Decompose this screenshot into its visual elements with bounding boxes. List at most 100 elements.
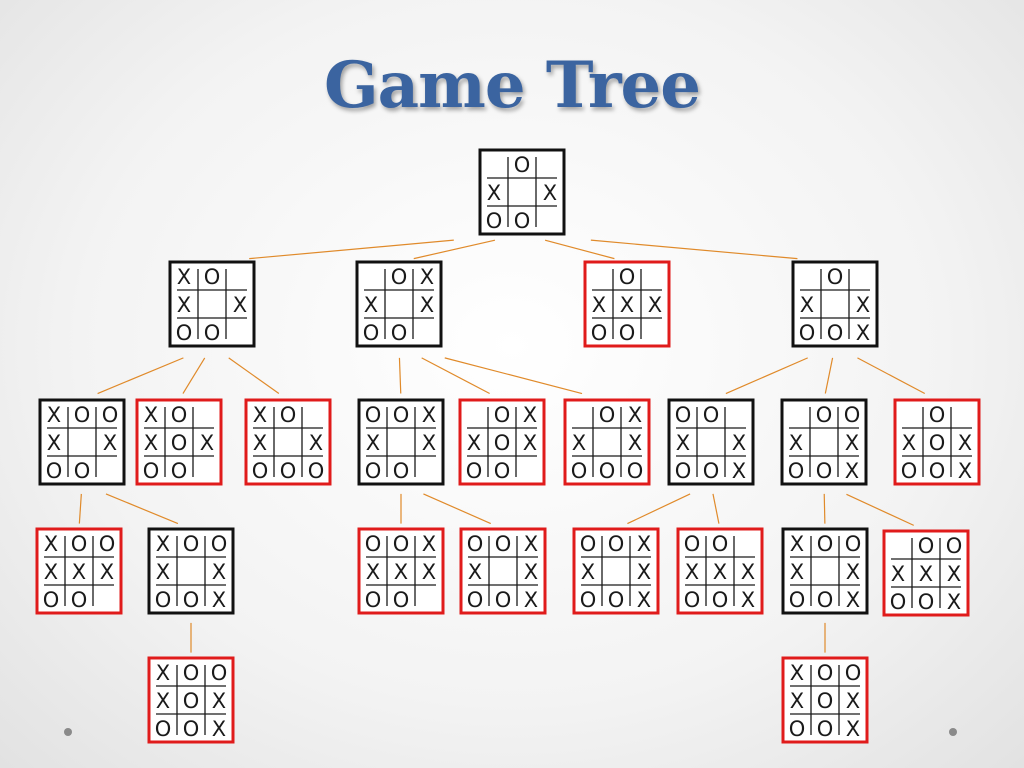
cell-mark: O [817,588,834,612]
cell-mark: X [44,560,58,584]
cell-mark: O [599,459,616,483]
cell-mark: O [890,590,907,614]
cell-mark: O [845,532,862,556]
cell-mark: X [685,560,699,584]
cell-mark: O [183,532,200,556]
board-frame [667,398,755,486]
terminal-board-frame [781,656,869,744]
cell-mark: X [253,403,267,427]
cell-mark: X [47,431,61,455]
cell-mark: X [200,431,214,455]
edge-n1-n1c [228,357,280,395]
cell-mark: X [177,293,191,317]
cell-mark: X [947,590,961,614]
cell-mark: X [800,293,814,317]
edge-n4b-n4b1 [823,493,826,524]
cell-mark: X [100,560,114,584]
cell-mark: O [817,532,834,556]
cell-mark: X [958,459,972,483]
cell-mark: O [946,534,963,558]
edge-root-n3 [544,239,615,260]
cell-mark: X [103,431,117,455]
cell-mark: X [156,560,170,584]
cell-mark: O [514,209,531,233]
edge-n1a-n1a1 [78,493,82,524]
cell-mark: X [523,403,537,427]
cell-mark: X [422,431,436,455]
edge-n2a-n2a2 [423,493,492,525]
cell-mark: X [253,431,267,455]
cell-mark: O [467,532,484,556]
board-frame [168,260,256,348]
cell-mark: X [789,431,803,455]
cell-mark: X [47,403,61,427]
cell-mark: O [211,661,228,685]
cell-mark: X [156,532,170,556]
cell-mark: X [958,431,972,455]
cell-mark: O [391,265,408,289]
board-frame [478,148,566,236]
cell-mark: O [43,588,60,612]
edge-n2-n2c [444,357,583,395]
cell-mark: O [494,431,511,455]
cell-mark: O [608,588,625,612]
cell-mark: X [487,181,501,205]
cell-mark: X [212,717,226,741]
cell-mark: O [627,459,644,483]
cell-mark: O [102,403,119,427]
edges-layer [78,239,926,653]
edge-n4-n4b [824,357,834,394]
cell-mark: X [524,588,538,612]
terminal-board-frame [135,398,223,486]
board-frame [780,398,868,486]
cell-mark: X [212,689,226,713]
cell-mark: X [676,431,690,455]
cell-mark: O [171,403,188,427]
cell-mark: O [211,532,228,556]
cell-mark: X [713,560,727,584]
cell-mark: X [468,560,482,584]
cell-mark: O [280,403,297,427]
slide-dot-right [949,728,957,736]
cell-mark: X [846,588,860,612]
cell-mark: O [494,459,511,483]
cell-mark: O [675,403,692,427]
cell-mark: O [204,265,221,289]
cell-mark: X [648,293,662,317]
cell-mark: X [420,265,434,289]
cell-mark: O [466,459,483,483]
slide-title: Game Tree [324,48,701,123]
cell-mark: O [393,459,410,483]
cell-mark: O [155,717,172,741]
cell-mark: X [637,532,651,556]
terminal-board-frame [147,656,235,744]
cell-mark: O [393,532,410,556]
terminal-board-frame [458,398,546,486]
cell-mark: O [308,459,325,483]
cell-mark: O [712,588,729,612]
cell-mark: O [591,321,608,345]
cell-mark: O [183,661,200,685]
terminal-board-frame [244,398,332,486]
cell-mark: O [929,459,946,483]
cell-mark: X [394,560,408,584]
cell-mark: O [703,403,720,427]
cell-mark: O [71,532,88,556]
board-frame [791,260,879,348]
terminal-board-frame [882,529,970,617]
cell-mark: X [144,431,158,455]
cell-mark: X [212,560,226,584]
cell-mark: X [572,431,586,455]
cell-mark: O [816,459,833,483]
